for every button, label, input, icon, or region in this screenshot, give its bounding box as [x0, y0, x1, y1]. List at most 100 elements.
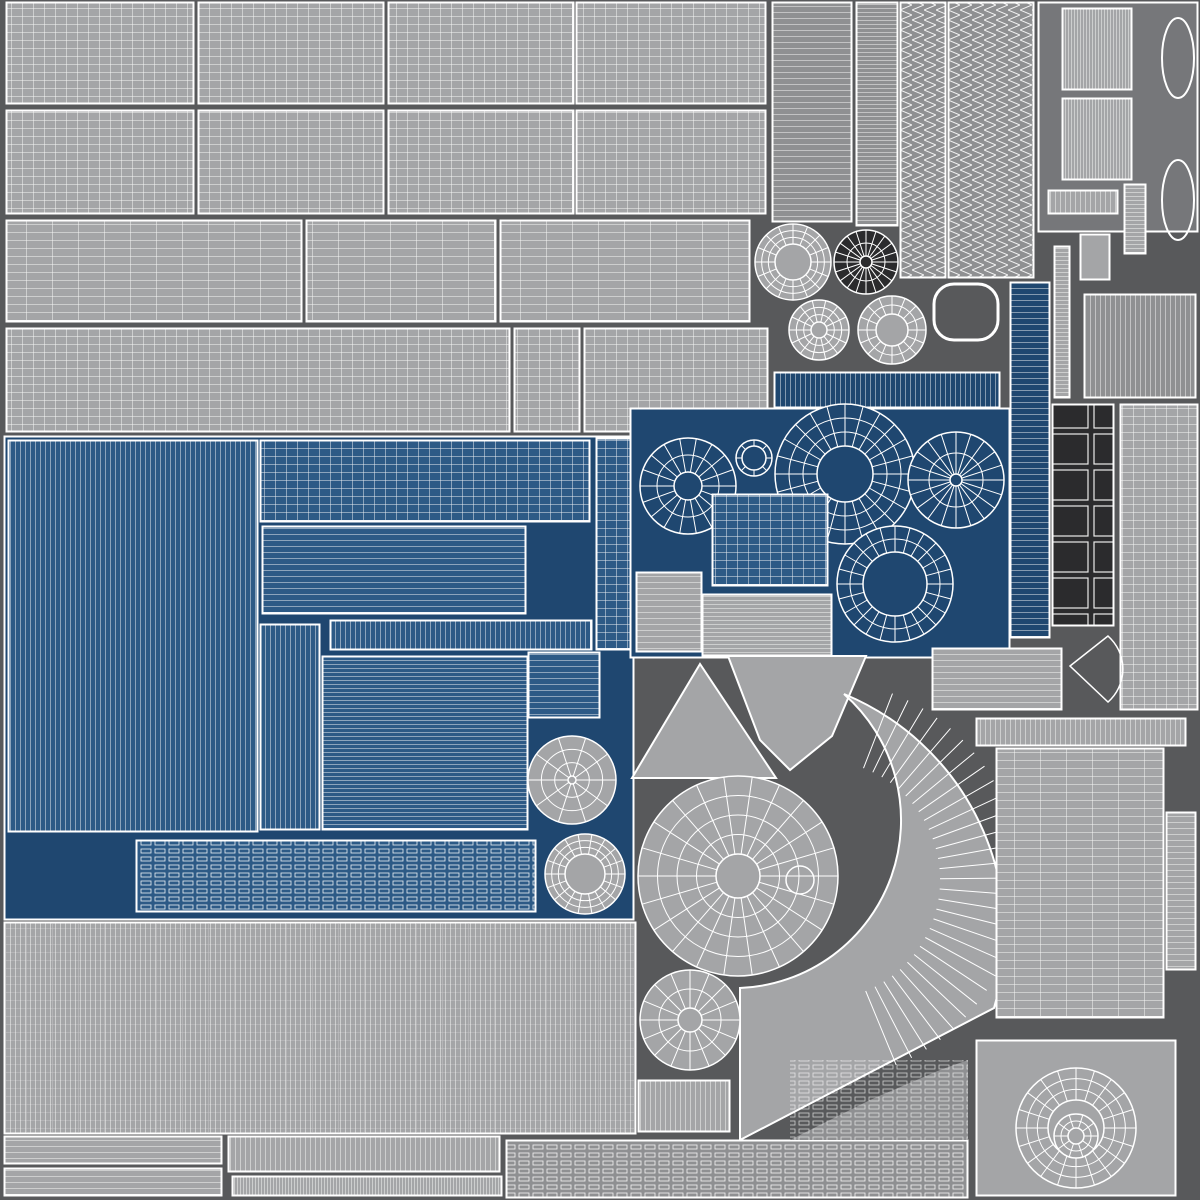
spiral-fan-ribs — [863, 693, 1021, 1066]
blue-brick-block-border — [135, 839, 537, 913]
blue-box-grid-wires — [260, 440, 590, 522]
blue-wheel-spokes — [837, 526, 953, 642]
top-panel-border — [575, 109, 767, 215]
small-grille-wires — [638, 1080, 730, 1132]
right-bottom-grid-border — [995, 747, 1165, 1019]
mid-panel-wires — [6, 328, 510, 432]
oval-shell — [1161, 17, 1195, 99]
right-bottom-grid-wires — [996, 748, 1164, 1018]
tall-blue-strip-wires — [1010, 282, 1050, 638]
mid-panel-wires — [514, 328, 580, 432]
small-dome-spokes — [640, 970, 740, 1070]
blue-fan-panel-wires — [712, 494, 828, 586]
top-panel-border — [387, 1, 575, 105]
small-box-border — [1079, 233, 1111, 281]
bottom-strip-border — [227, 1135, 501, 1173]
top-panel-wires — [576, 110, 766, 214]
hub-wheel-spokes — [1016, 1068, 1136, 1188]
blue-line-panel-border — [527, 651, 601, 719]
small-fan — [1068, 635, 1124, 704]
slot-panel-wires — [1084, 294, 1196, 398]
small-box — [1080, 234, 1110, 280]
thin-strip-wires — [1166, 812, 1196, 970]
small-grille-wires — [1062, 98, 1132, 180]
bottom-strip-border — [231, 1175, 503, 1197]
top-panel-wires — [198, 2, 384, 104]
top-panel-border — [197, 1, 385, 105]
top-panel-wires — [576, 2, 766, 104]
bottom-strip-wires — [4, 1168, 222, 1196]
round-cap-spokes — [858, 296, 926, 364]
blue-line-panel-border — [261, 525, 527, 615]
blue-bar-column-wires — [260, 624, 320, 830]
top-panel-wires — [198, 110, 384, 214]
right-grid-panel-border — [1119, 403, 1199, 711]
small-chips-region-border — [505, 1139, 969, 1199]
small-chips-stairs-wires — [790, 1060, 968, 1140]
bottom-strip-border — [3, 1167, 223, 1197]
blue-brick-block-wires — [136, 840, 536, 912]
mid-panel-border — [5, 219, 303, 323]
blue-thin-column-wires — [596, 438, 636, 650]
rounded-ring — [932, 282, 1000, 342]
strip-panel-wires — [772, 2, 852, 222]
bottom-strip-wires — [228, 1136, 500, 1172]
gray-slat-wires — [932, 648, 1062, 710]
blue-bar-column-border — [259, 623, 321, 831]
blue-box-grid-border — [259, 439, 591, 523]
round-cap-spokes — [789, 300, 849, 360]
small-grille-border — [1061, 7, 1133, 91]
small-parts-region-border — [1037, 1, 1199, 233]
blue-region-border — [3, 435, 635, 921]
thin-strip-border — [1053, 245, 1071, 399]
gray-slat-border — [975, 717, 1187, 747]
top-panel-wires — [388, 2, 574, 104]
strip-panel-wires — [856, 2, 898, 226]
top-panel-wires — [6, 110, 194, 214]
dark-grid-panel-border — [1051, 403, 1115, 627]
blue-bar-column-wires — [8, 440, 258, 832]
mid-panel-border — [513, 327, 581, 433]
small-grille-wires — [1124, 184, 1146, 254]
top-panel-border — [5, 109, 195, 215]
top-panel-border — [197, 109, 385, 215]
right-grid-panel-wires — [1120, 404, 1198, 710]
blue-slat-border — [329, 619, 593, 651]
small-grille-border — [1123, 183, 1147, 255]
hub-core-spokes — [1054, 1114, 1098, 1158]
zigzag-strip-border — [947, 1, 1035, 279]
oval-shell — [1161, 159, 1195, 241]
blue-bar-column-border — [7, 439, 259, 833]
blue-wheel-small-spokes — [736, 440, 772, 476]
top-panel-border — [387, 109, 575, 215]
round-cap-dark-spokes — [834, 230, 898, 294]
blue-fan-panel-border — [711, 493, 829, 587]
small-grille-border — [1047, 189, 1119, 215]
mid-panel-wires — [6, 220, 302, 322]
blue-slat-strip-wires — [774, 372, 1000, 408]
small-grille-border — [637, 1079, 731, 1133]
gray-slat-wires — [702, 594, 832, 656]
blue-line-panel-wires — [262, 526, 526, 614]
thin-strip-border — [1165, 811, 1197, 971]
blue-slat-block-border — [321, 655, 529, 831]
strip-panel-border — [771, 1, 853, 223]
bottom-panel-ribs — [6, 924, 634, 1132]
funnel-shell — [726, 655, 868, 772]
bottom-panel-border — [3, 921, 637, 1135]
top-panel-border — [5, 1, 195, 105]
bottom-strip-border — [3, 1135, 223, 1165]
zigzag-strip-wires — [900, 2, 946, 278]
bottom-strip-wires — [4, 1136, 222, 1164]
gray-slat-wires — [976, 718, 1186, 746]
mid-panel-wires — [306, 220, 496, 322]
strip-panel-border — [855, 1, 899, 227]
small-grille-border — [1061, 97, 1133, 181]
zigzag-strip-wires — [948, 2, 1034, 278]
gray-slat-wires — [636, 572, 702, 652]
bottom-strip-wires — [232, 1176, 502, 1196]
gray-wheel-spokes — [545, 834, 625, 914]
round-cap-spokes — [755, 224, 831, 300]
top-panel-wires — [6, 2, 194, 104]
